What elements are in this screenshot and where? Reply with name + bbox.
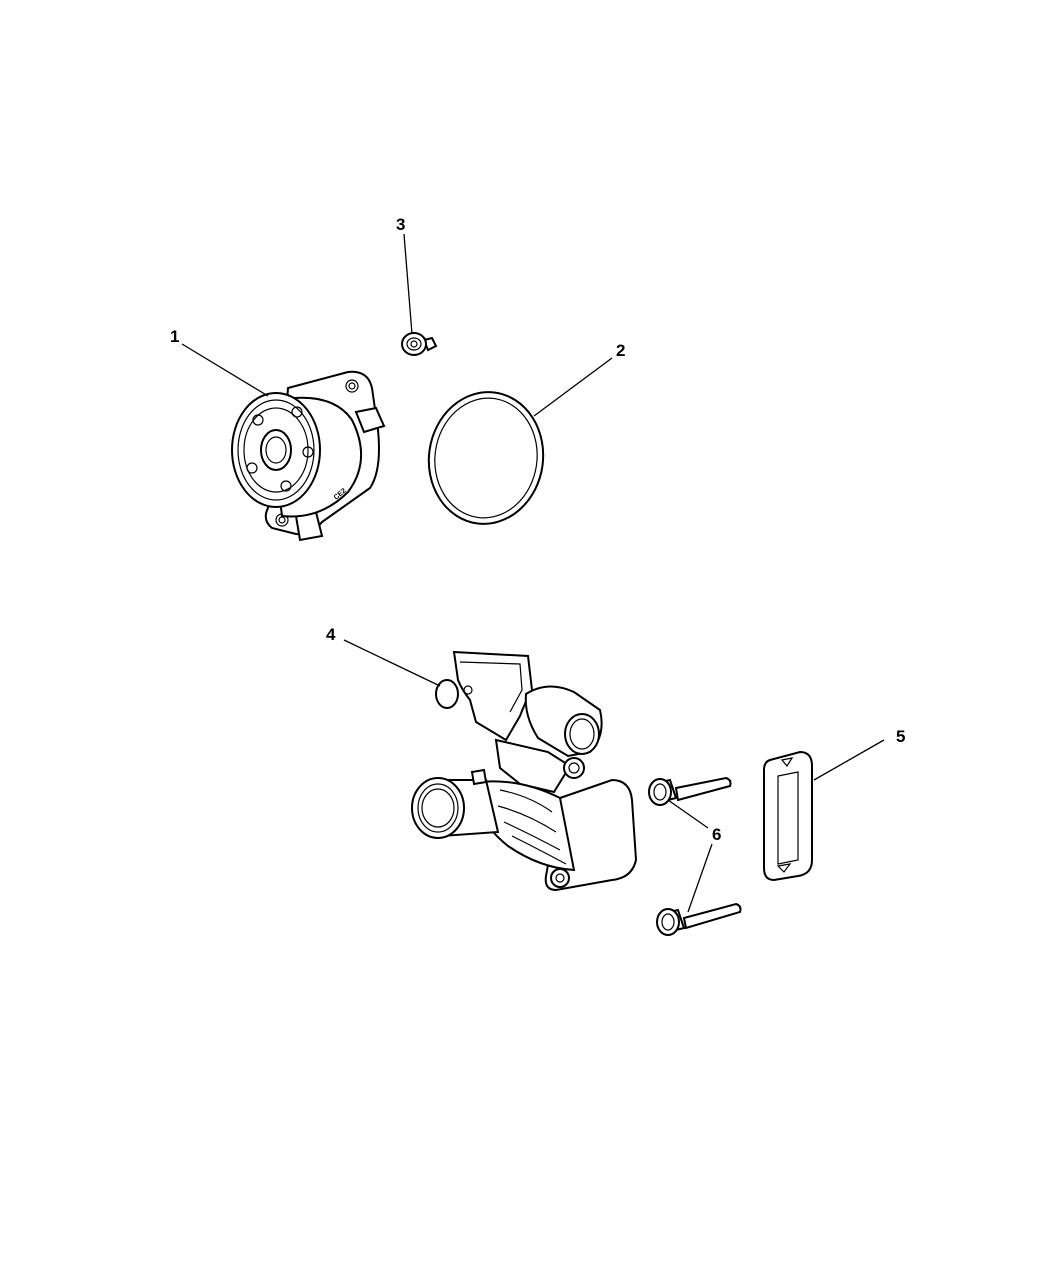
callout-6: 6 — [712, 825, 721, 844]
leader-line-6a — [667, 799, 709, 829]
callout-4: 4 — [326, 625, 336, 644]
leader-line-6b — [687, 843, 713, 913]
leader-line-4 — [343, 639, 441, 687]
housing-bolts[interactable] — [648, 776, 742, 936]
callout-3: 3 — [396, 215, 405, 234]
o-ring-seal[interactable] — [420, 385, 551, 532]
leader-line-3 — [403, 233, 413, 335]
callout-1: 1 — [170, 327, 179, 346]
housing-gasket[interactable] — [763, 750, 813, 882]
housing-bolt-upper[interactable] — [648, 776, 732, 806]
leader-line-1 — [181, 343, 269, 397]
leader-line-2 — [533, 357, 613, 417]
thermostat-housing[interactable] — [411, 650, 638, 892]
leader-lines — [181, 233, 885, 913]
callout-2: 2 — [616, 341, 625, 360]
housing-bolt-lower[interactable] — [656, 902, 742, 936]
leader-line-5 — [813, 739, 885, 781]
water-pump[interactable]: CE2 — [231, 370, 386, 542]
callout-labels: 1 2 3 4 5 6 — [170, 215, 905, 844]
pump-bolt[interactable] — [401, 332, 438, 356]
callout-5: 5 — [896, 727, 905, 746]
